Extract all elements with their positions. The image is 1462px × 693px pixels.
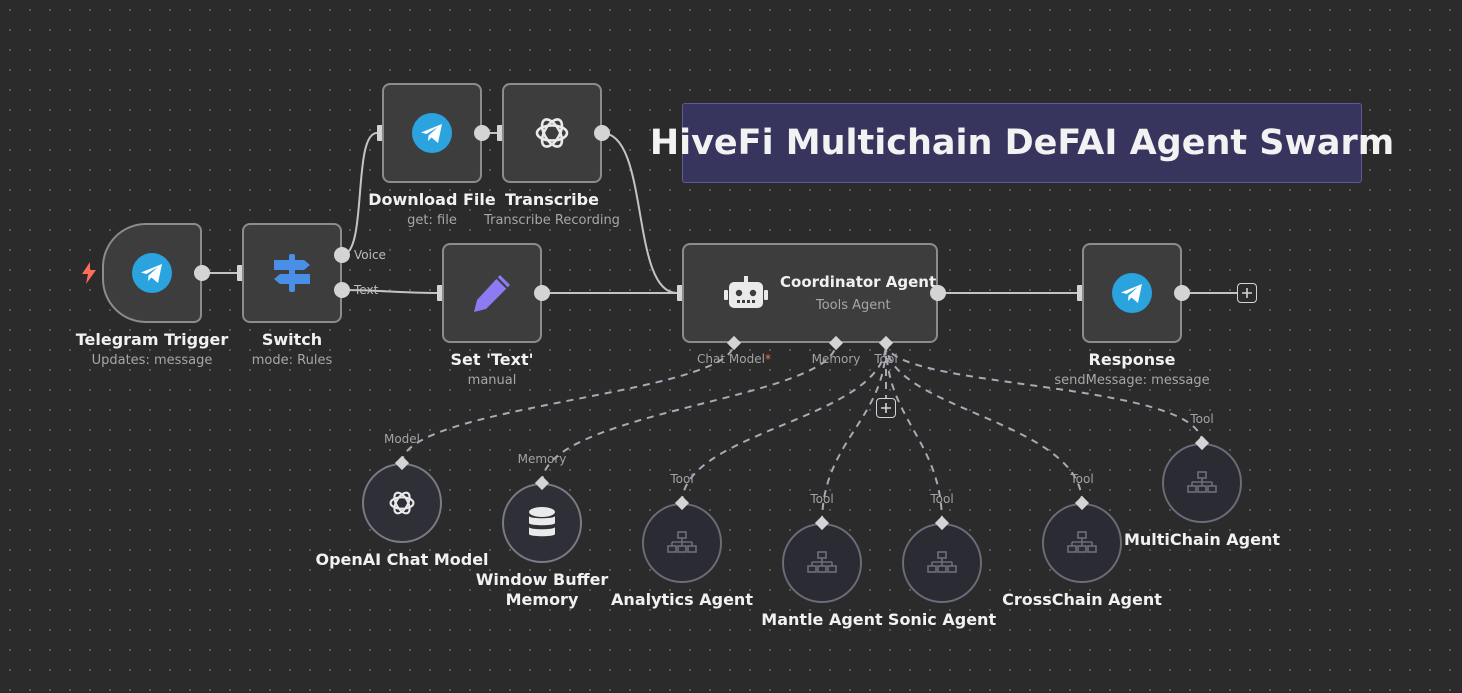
transcribe-input-handle[interactable] [497,125,505,141]
multichain-agent-name: MultiChain Agent [1123,530,1281,549]
edge-mantle-tool [821,342,887,524]
plus-icon [881,403,891,413]
sonic-tool-port-label: Tool [930,492,954,506]
mantle-tool-port-label: Tool [810,492,834,506]
edge-sonic-tool [885,342,943,524]
network-icon [807,551,837,575]
memory-port-label: Memory [811,352,861,366]
node-crosschain-agent[interactable] [1042,503,1122,583]
response-input-handle[interactable] [1077,285,1085,301]
crosschain-agent-name: CrossChain Agent [1002,590,1162,609]
set-text-name: Set 'Text' [450,350,534,369]
network-icon [1187,471,1217,495]
transcribe-output-handle[interactable] [594,125,610,141]
download-file-name: Download File [368,190,496,209]
node-response[interactable] [1082,243,1182,343]
coordinator-output-handle[interactable] [930,285,946,301]
telegram-icon [412,113,452,153]
telegram-icon [132,253,172,293]
edge-crosschain-tool [885,342,1083,504]
coordinator-input-handle[interactable] [677,285,685,301]
coordinator-name: Coordinator Agent [780,273,937,291]
chat-model-port-label: Chat Model* [697,352,771,366]
response-output-handle[interactable] [1174,285,1190,301]
analytics-tool-port-label: Tool [670,472,694,486]
node-mantle-agent[interactable] [782,523,862,603]
telegram-trigger-subtitle: Updates: message [91,353,213,368]
node-sonic-agent[interactable] [902,523,982,603]
node-telegram-trigger[interactable] [102,223,202,323]
transcribe-subtitle: Transcribe Recording [484,213,620,228]
add-node-button[interactable] [1237,283,1257,303]
signpost-icon [272,252,312,294]
openai-model-port-label: Model [383,432,421,446]
mantle-agent-name: Mantle Agent [761,610,883,629]
openai-icon [531,112,573,154]
switch-name: Switch [261,330,323,349]
response-subtitle: sendMessage: message [1054,373,1210,388]
switch-output-voice-label: Voice [354,248,386,262]
tool-port-label: Tool [874,352,898,366]
coordinator-subtitle: Tools Agent [816,298,891,313]
openai-icon [386,487,418,519]
download-output-handle[interactable] [474,125,490,141]
multichain-tool-port-label: Tool [1190,412,1214,426]
node-window-buffer-memory[interactable] [502,483,582,563]
crosschain-tool-port-label: Tool [1070,472,1094,486]
set-text-subtitle: manual [467,373,517,388]
transcribe-name: Transcribe [505,190,599,209]
window-memory-name-line1: Window Buffer [475,570,609,589]
node-openai-chat-model[interactable] [362,463,442,543]
edge-model-to-chatmodel [401,342,735,464]
node-transcribe[interactable] [502,83,602,183]
settext-output-handle[interactable] [534,285,550,301]
switch-input-handle[interactable] [237,265,245,281]
node-set-text[interactable] [442,243,542,343]
telegram-icon [1112,273,1152,313]
node-coordinator-agent[interactable]: Coordinator Agent Tools Agent [682,243,938,343]
telegram-trigger-name: Telegram Trigger [75,330,229,349]
edge-transcribe-to-coordinator [601,132,678,294]
pencil-icon [470,271,514,315]
edge-switch-text-to-settext [341,289,438,294]
robot-icon [724,276,768,312]
node-switch[interactable] [242,223,342,323]
network-icon [1067,531,1097,555]
analytics-agent-name: Analytics Agent [611,590,753,609]
download-input-handle[interactable] [377,125,385,141]
switch-voice-output-handle[interactable] [334,247,350,263]
settext-input-handle[interactable] [437,285,445,301]
response-name: Response [1088,350,1176,369]
node-analytics-agent[interactable] [642,503,722,583]
network-icon [927,551,957,575]
node-download-file[interactable] [382,83,482,183]
edge-analytics-tool [681,342,887,504]
sticky-note-title: HiveFi Multichain DeFAI Agent Swarm [649,123,1395,163]
plus-icon [1242,288,1252,298]
network-icon [667,531,697,555]
switch-subtitle: mode: Rules [251,353,333,368]
trigger-output-handle[interactable] [194,265,210,281]
database-icon [528,507,556,539]
edge-memory-to-coordinator [541,342,837,484]
switch-output-text-label: Text [354,283,379,297]
openai-chat-model-name: OpenAI Chat Model [315,550,489,569]
add-tool-button[interactable] [876,398,896,418]
node-multichain-agent[interactable] [1162,443,1242,523]
edge-multichain-tool [885,342,1203,444]
window-memory-name-line2: Memory [505,590,579,609]
sonic-agent-name: Sonic Agent [887,610,997,629]
sticky-note[interactable]: HiveFi Multichain DeFAI Agent Swarm [650,103,1394,183]
memory-node-port-label: Memory [517,452,567,466]
download-file-subtitle: get: file [407,213,457,228]
edge-switch-voice-to-download [341,132,378,256]
switch-text-output-handle[interactable] [334,282,350,298]
trigger-bolt-icon [82,262,96,284]
